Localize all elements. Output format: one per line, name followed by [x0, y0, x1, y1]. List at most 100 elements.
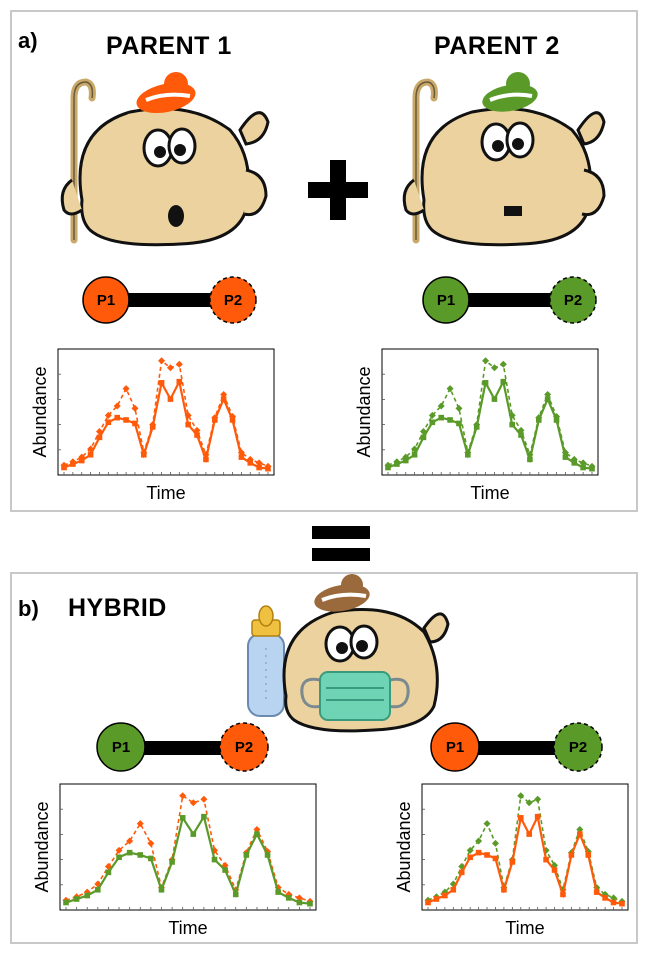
data-point — [438, 414, 445, 421]
data-point — [78, 457, 85, 464]
data-point — [285, 895, 292, 901]
node-p2-label: P2 — [224, 292, 242, 309]
data-point — [589, 465, 595, 472]
data-point — [544, 396, 551, 402]
data-point — [203, 456, 209, 463]
data-point — [158, 357, 166, 365]
plot-frame — [59, 783, 317, 911]
data-point — [517, 792, 525, 800]
data-point — [467, 854, 473, 861]
data-point — [449, 880, 457, 888]
data-point — [525, 799, 533, 807]
data-point — [190, 831, 197, 837]
data-point — [70, 461, 76, 467]
data-point — [229, 417, 236, 423]
data-point — [484, 852, 490, 858]
data-point — [509, 421, 515, 428]
data-point — [501, 886, 507, 893]
data-point — [211, 856, 218, 863]
data-point — [175, 360, 183, 368]
data-point — [238, 454, 245, 460]
data-point — [211, 417, 218, 423]
data-point — [527, 456, 533, 463]
bow-icon — [482, 72, 538, 112]
parent2-dumbbell: P1 P2 — [422, 276, 597, 324]
data-point — [526, 831, 533, 837]
plus-icon — [308, 160, 368, 220]
data-point — [285, 890, 293, 898]
data-point — [491, 396, 498, 402]
data-point — [441, 888, 449, 896]
data-point — [113, 402, 121, 410]
data-point — [255, 459, 263, 467]
parent1-title: PARENT 1 — [106, 32, 232, 60]
bow-icon — [136, 72, 196, 114]
data-point — [420, 434, 427, 441]
plot-frame — [381, 348, 599, 476]
parent2-title: PARENT 2 — [434, 32, 560, 60]
data-point — [189, 799, 197, 807]
parent1-character — [60, 72, 270, 247]
node-p1-label: P1 — [97, 292, 115, 309]
data-point — [402, 453, 410, 461]
data-point — [429, 419, 436, 426]
y-axis-label: Abundance — [32, 801, 52, 892]
data-point — [571, 460, 578, 466]
node-p1-label: P1 — [112, 739, 130, 756]
data-point — [551, 861, 559, 869]
data-point — [83, 888, 91, 896]
data-point — [411, 451, 418, 458]
data-point — [222, 867, 228, 873]
node-p1-label: P1 — [446, 739, 464, 756]
series-line-solid — [65, 813, 311, 905]
series-line-solid — [387, 378, 593, 470]
plot-frame — [421, 783, 629, 911]
equals-icon — [312, 526, 370, 561]
data-point — [492, 855, 499, 862]
data-point — [63, 899, 69, 906]
series-line-dashed — [63, 359, 269, 468]
data-point — [458, 869, 465, 876]
data-point — [394, 461, 400, 467]
data-point — [114, 414, 121, 421]
parent2-character — [402, 72, 606, 247]
data-point — [419, 428, 427, 436]
data-point — [131, 404, 139, 412]
data-point — [194, 432, 200, 438]
data-point — [87, 451, 94, 458]
node-p2-label: P2 — [569, 739, 587, 756]
x-axis-label: Time — [146, 483, 185, 503]
y-axis-label: Abundance — [354, 366, 374, 457]
hybrid1-dumbbell: P1 P2 — [96, 722, 269, 772]
body-blob — [78, 107, 251, 247]
data-point — [500, 378, 507, 385]
data-point — [232, 891, 239, 898]
data-point — [544, 390, 552, 398]
data-point — [456, 420, 462, 427]
data-point — [402, 457, 409, 464]
data-point — [593, 889, 600, 895]
data-point — [447, 417, 453, 423]
data-point — [136, 820, 144, 828]
data-point — [105, 419, 112, 426]
data-point — [122, 385, 130, 393]
series-line-dashed — [65, 794, 311, 903]
data-point — [256, 464, 262, 471]
data-point — [96, 434, 103, 441]
data-point — [562, 454, 569, 460]
hybrid-character — [247, 574, 450, 733]
data-point — [610, 894, 618, 902]
data-point — [275, 889, 281, 895]
data-point — [602, 895, 608, 901]
data-point — [534, 813, 541, 820]
data-point — [437, 402, 445, 410]
data-point — [307, 900, 313, 907]
data-point — [149, 424, 156, 430]
data-point — [580, 464, 586, 471]
data-point — [265, 465, 271, 472]
data-point — [243, 852, 250, 858]
data-point — [147, 839, 155, 847]
